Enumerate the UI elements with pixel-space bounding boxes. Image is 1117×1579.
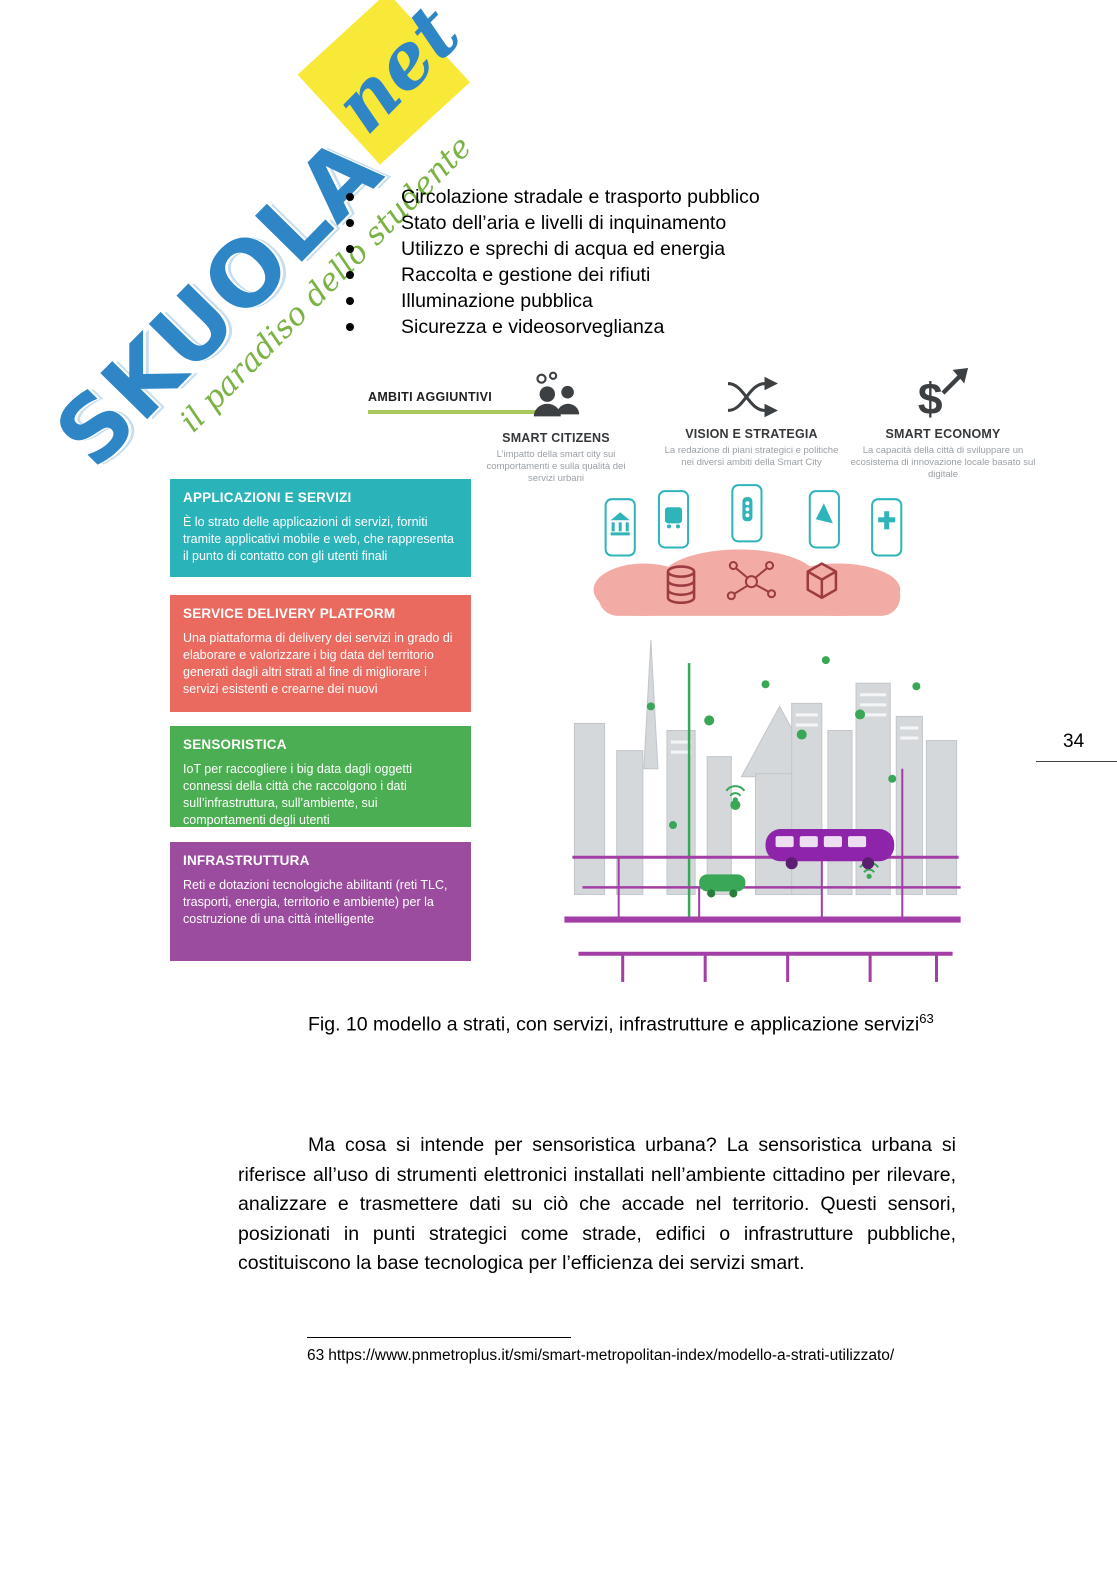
layer-sensoristica: SENSORISTICA IoT per raccogliere i big d… — [170, 726, 471, 827]
sensor-dots — [646, 656, 921, 830]
column-title: SMART CITIZENS — [502, 431, 610, 445]
column-description: La capacità della città di sviluppare un… — [850, 445, 1036, 480]
bullet-icon — [346, 297, 354, 305]
body-paragraph: Ma cosa si intende per sensoristica urba… — [238, 1134, 956, 1274]
network-icon — [726, 561, 777, 601]
city-windows — [670, 693, 919, 754]
bus-illustration — [765, 829, 895, 870]
list-item-text: Stato dell’aria e livelli di inquinament… — [401, 212, 727, 234]
layer-description: Una piattaforma di delivery dei servizi … — [183, 631, 453, 696]
page-number: 34 — [1063, 731, 1085, 752]
footnote-url: https://www.pnmetroplus.it/smi/smart-met… — [328, 1347, 895, 1364]
transport-network — [564, 768, 961, 982]
footnote-number: 63 — [307, 1347, 325, 1364]
watermark-yellow-square — [297, 0, 470, 165]
net-logo-text: net — [316, 0, 478, 150]
column-vision-strategia: VISION E STRATEGIA La redazione di piani… — [664, 362, 839, 469]
list-item-text: Illuminazione pubblica — [401, 290, 593, 312]
layer-title: SERVICE DELIVERY PLATFORM — [183, 606, 396, 621]
database-icon — [666, 565, 696, 605]
traffic-signal-lights — [745, 501, 750, 518]
page-number-rule — [1036, 761, 1117, 762]
car-illustration — [699, 874, 746, 898]
ambiti-aggiuntivi-label: AMBITI AGGIUNTIVI — [368, 390, 493, 404]
bullet-icon — [346, 271, 354, 279]
cube-icon — [806, 562, 838, 599]
layer-title: INFRASTRUTTURA — [183, 853, 310, 868]
column-description: L’impatto della smart city sui comportam… — [486, 449, 626, 484]
layer-infrastruttura: INFRASTRUTTURA Reti e dotazioni tecnolog… — [170, 842, 471, 961]
layer-description: IoT per raccogliere i big data dagli ogg… — [183, 762, 413, 827]
branching-arrows-icon — [664, 362, 839, 422]
column-smart-citizens: SMART CITIZENS L’impatto della smart cit… — [486, 366, 626, 485]
footnote-reference: 63 — [919, 1011, 934, 1026]
caption-text: Fig. 10 modello a strati, con servizi, i… — [308, 1013, 920, 1036]
list-item: Utilizzo e sprechi di acqua ed energia — [346, 236, 760, 262]
dollar-growth-icon: $ — [848, 362, 1038, 422]
layer-title: SENSORISTICA — [183, 737, 287, 752]
figure-caption: Fig. 10 modello a strati, con servizi, i… — [238, 1003, 956, 1041]
bullet-icon — [346, 193, 354, 201]
column-description: La redazione di piani strategici e polit… — [664, 445, 839, 468]
smart-city-illustration — [564, 484, 961, 982]
layer-description: È lo strato delle applicazioni di serviz… — [183, 515, 454, 563]
svg-text:$: $ — [918, 375, 943, 422]
layer-applicazioni-e-servizi: APPLICAZIONI E SERVIZI È lo strato delle… — [170, 479, 471, 577]
bullet-icon — [346, 323, 354, 331]
column-title: SMART ECONOMY — [885, 427, 1001, 441]
layer-service-delivery-platform: SERVICE DELIVERY PLATFORM Una piattaform… — [170, 595, 471, 712]
list-item: Raccolta e gestione dei rifiuti — [346, 262, 760, 288]
list-item: Circolazione stradale e trasporto pubbli… — [346, 184, 760, 210]
skuola-logo-text: SKUOLA — [35, 117, 403, 488]
smartphone-icons — [604, 484, 903, 557]
layer-title: APPLICAZIONI E SERVIZI — [183, 490, 352, 505]
people-gears-icon — [486, 366, 626, 426]
list-item-text: Circolazione stradale e trasporto pubbli… — [401, 186, 760, 208]
bullet-icon — [346, 245, 354, 253]
list-item-text: Utilizzo e sprechi di acqua ed energia — [401, 238, 726, 260]
net-logo-block: net — [297, 0, 508, 188]
column-smart-economy: $ SMART ECONOMY La capacità della città … — [848, 362, 1038, 481]
list-item-text: Raccolta e gestione dei rifiuti — [401, 264, 651, 286]
footnote-separator — [307, 1337, 571, 1338]
layer-description: Reti e dotazioni tecnologiche abilitanti… — [183, 878, 448, 926]
list-item: Illuminazione pubblica — [346, 288, 760, 314]
ambiti-underline — [368, 410, 548, 414]
list-item: Stato dell’aria e livelli di inquinament… — [346, 210, 760, 236]
list-item: Sicurezza e videosorveglianza — [346, 314, 760, 340]
column-title: VISION E STRATEGIA — [685, 427, 818, 441]
list-item-text: Sicurezza e videosorveglianza — [401, 316, 665, 338]
bullet-icon — [346, 219, 354, 227]
phone-app-icons — [610, 497, 896, 536]
bullet-list: Circolazione stradale e trasporto pubbli… — [346, 184, 760, 340]
